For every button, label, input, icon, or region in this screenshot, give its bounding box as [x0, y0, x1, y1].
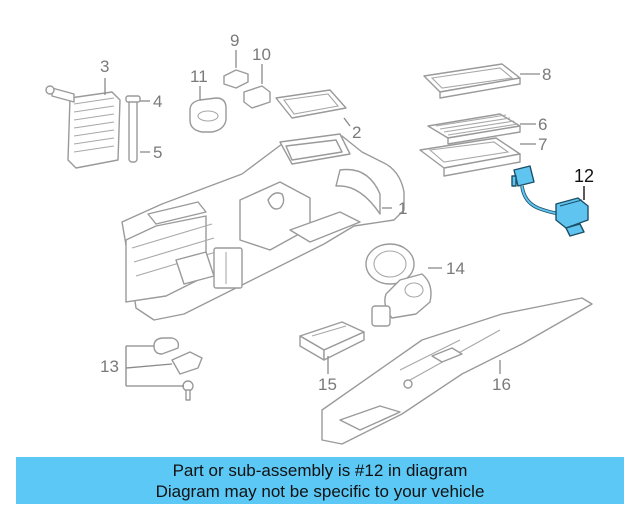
callout-1: 1: [398, 199, 407, 218]
fitment-notice-line-2: Diagram may not be specific to your vehi…: [155, 481, 485, 501]
part-13-fittings: [153, 337, 203, 401]
callout-10: 10: [252, 45, 271, 64]
fitment-notice-banner: Part or sub-assembly is #12 in diagram D…: [16, 457, 624, 504]
part-2-seal: [275, 89, 347, 119]
callout-7: 7: [538, 135, 547, 154]
part-7-filter-housing: [419, 137, 521, 177]
callout-8: 8: [542, 65, 551, 84]
part-4-5-tube: [125, 95, 141, 163]
part-1-hvac-case: [121, 133, 405, 321]
callout-13: 13: [100, 357, 119, 376]
part-15-module: [299, 321, 365, 361]
part-8-filter-cover: [423, 63, 521, 99]
callout-6: 6: [538, 115, 547, 134]
callout-15: 15: [318, 375, 337, 394]
part-10-sensor: [243, 85, 271, 109]
part-3-heater-core: [45, 85, 121, 169]
part-12-highlighted-harness: [511, 165, 589, 237]
callout-2: 2: [352, 123, 361, 142]
parts-diagram: 1 2 3 4 5 6 7 8 9 10 11 12 13 14 15 16: [45, 31, 594, 445]
callout-9: 9: [230, 31, 239, 50]
callout-12: 12: [574, 166, 594, 186]
callout-16: 16: [492, 375, 511, 394]
part-6-cabin-filter: [427, 113, 521, 145]
callout-11: 11: [190, 67, 208, 86]
part-9-clip: [223, 69, 249, 89]
part-11-actuator: [189, 97, 227, 133]
fitment-notice-line-1: Part or sub-assembly is #12 in diagram: [172, 460, 468, 480]
callout-3: 3: [100, 57, 109, 76]
callout-5: 5: [153, 143, 162, 162]
part-16-duct: [321, 297, 593, 445]
part-14-blower-motor: [365, 243, 432, 327]
callout-labels: 1 2 3 4 5 6 7 8 9 10 11 12 13 14 15 16: [100, 31, 594, 394]
callout-4: 4: [153, 92, 162, 111]
callout-14: 14: [446, 259, 465, 278]
